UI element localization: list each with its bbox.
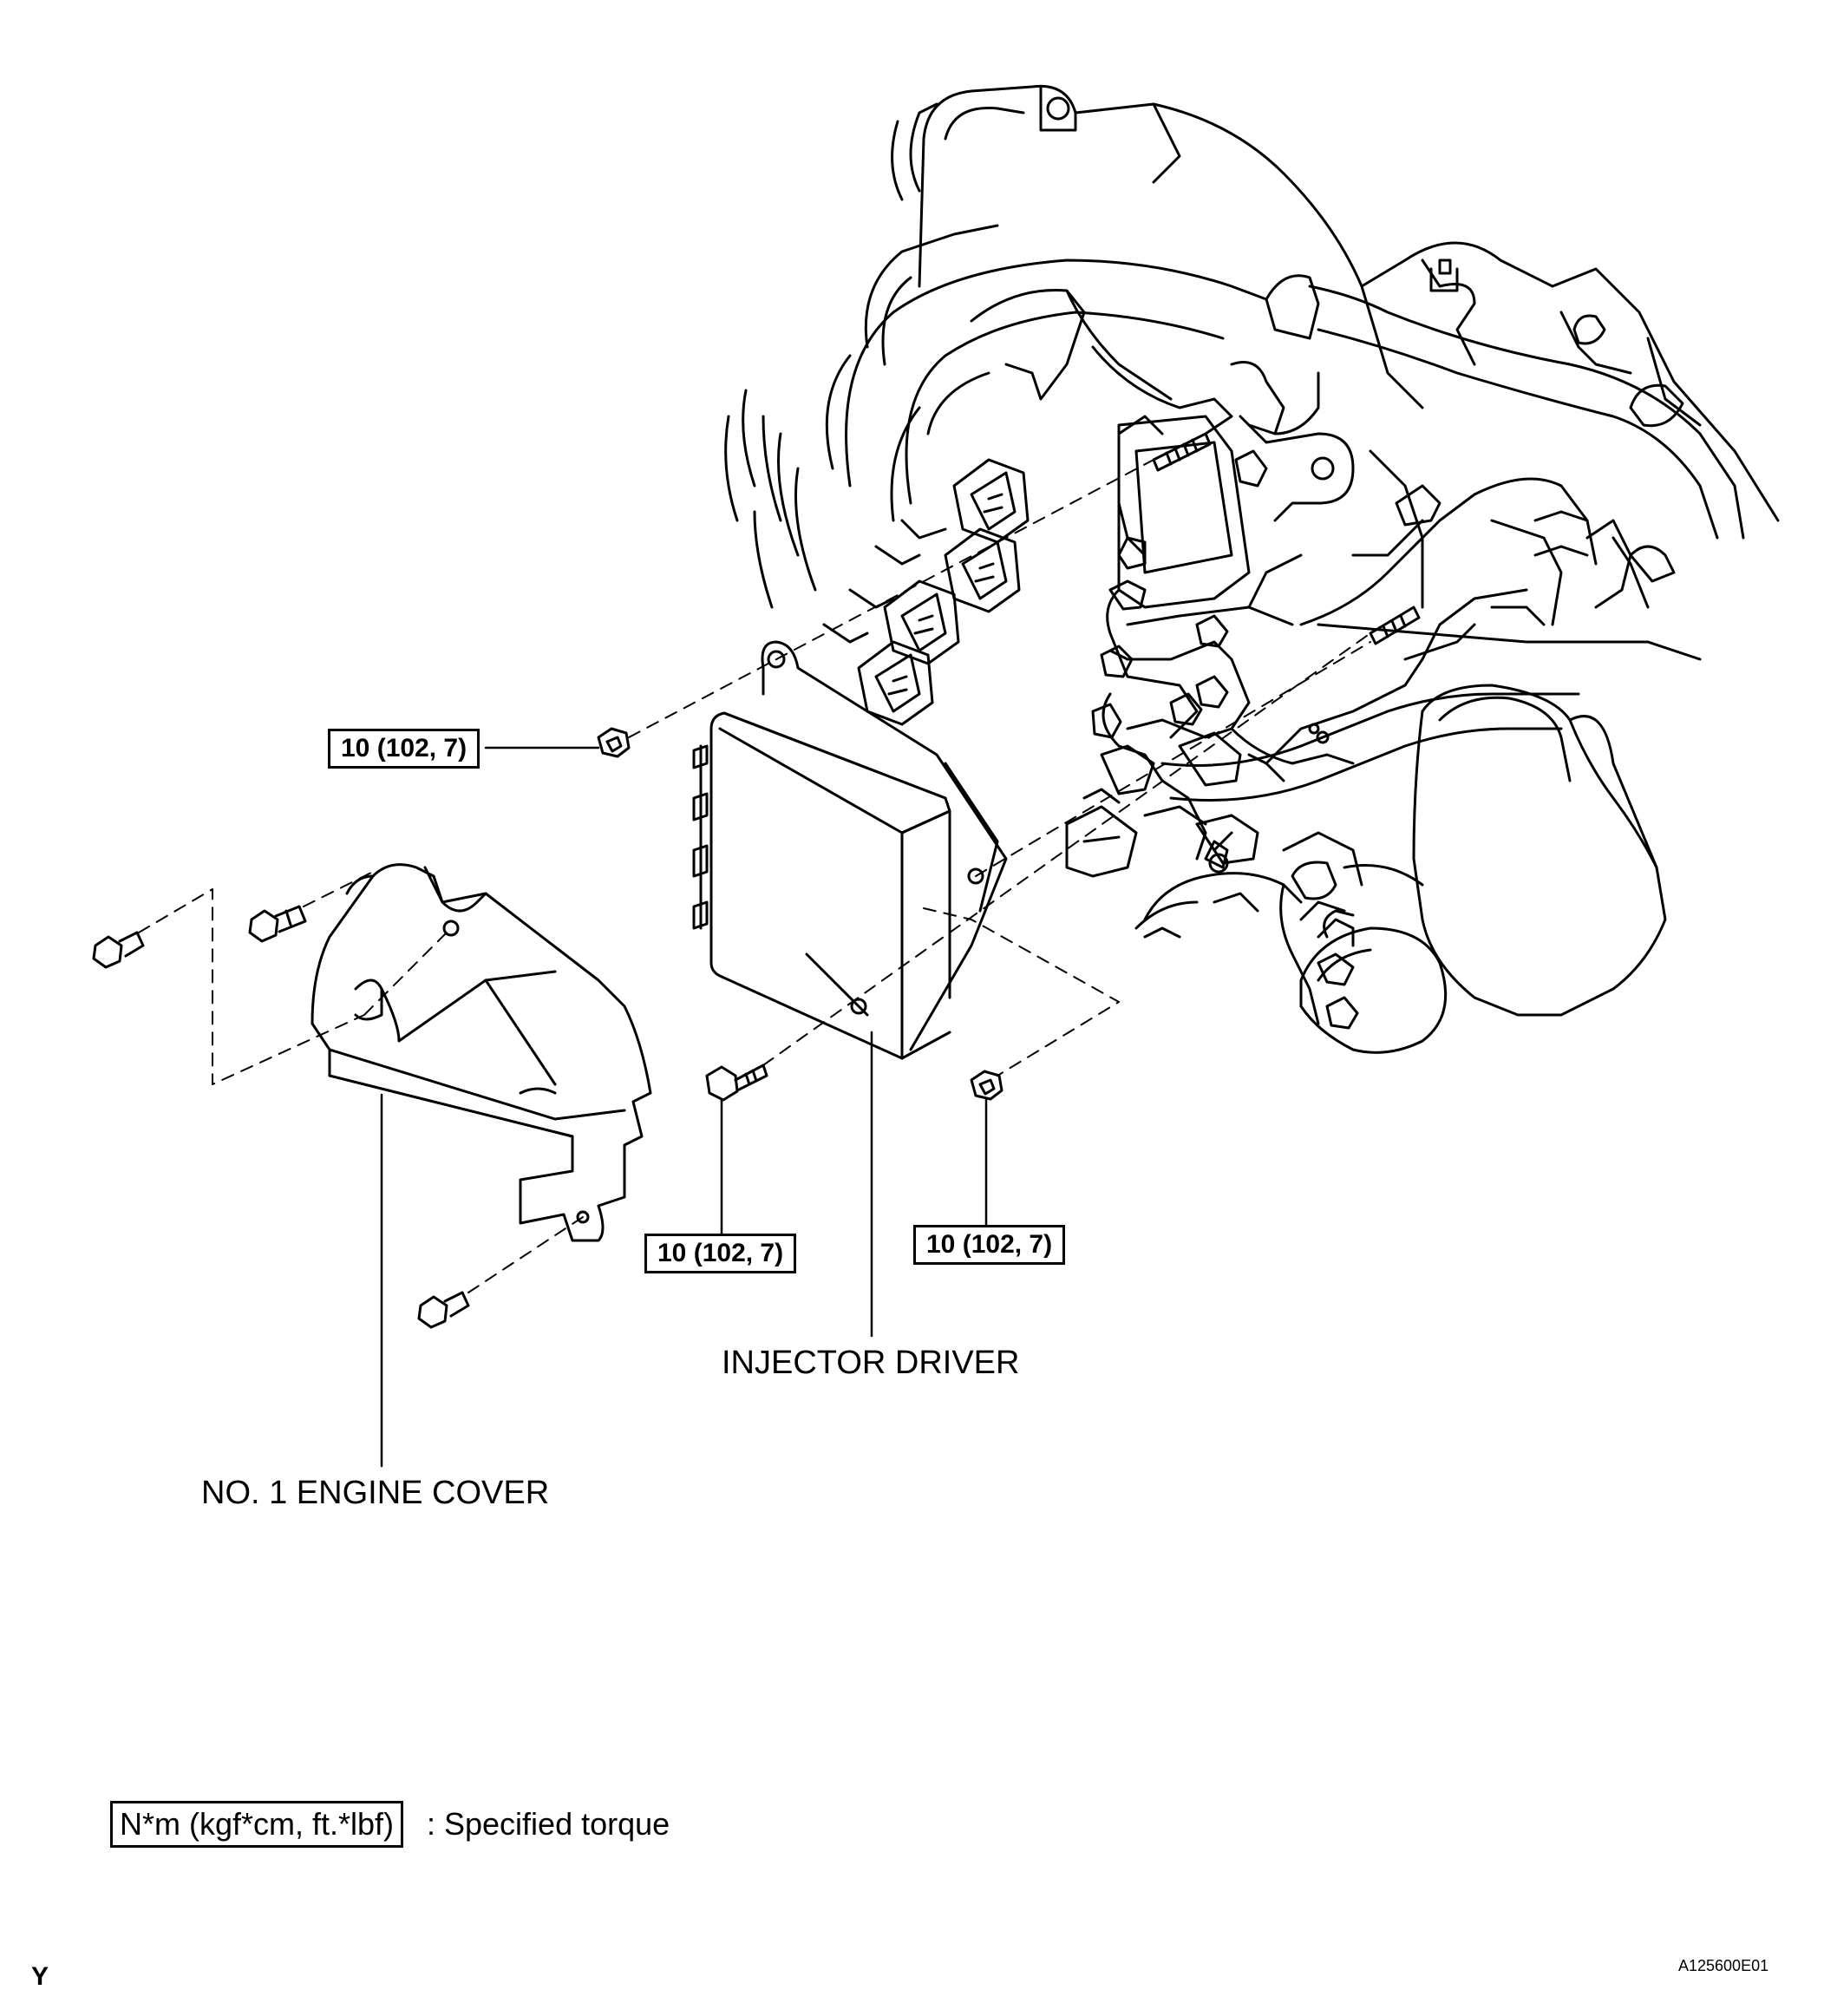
corner-mark: Y [31,1962,49,1991]
upper-nut [597,727,631,758]
leader-lines [380,746,988,1468]
clip-bottom [417,1291,470,1329]
engine-cover-label: NO. 1 ENGINE COVER [201,1475,550,1511]
lower-bolt [705,1064,768,1102]
legend-description: : Specified torque [427,1806,670,1842]
clip-left [92,931,145,969]
harness-connector-3 [883,579,960,665]
clip-center [248,905,307,943]
legend-unit-box: N*m (kgf*cm, ft.*lbf) [110,1801,404,1848]
torque-label-lower-nut: 10 (102, 7) [913,1225,1066,1265]
upper-stud [1152,432,1212,472]
engine-cover-part [311,863,652,1242]
assembly-guide-lines [138,459,1371,1293]
harness-connector-1 [952,458,1030,544]
figure-id: A125600E01 [1678,1957,1769,1974]
harness-connector-2 [944,527,1021,613]
engine-assembly [724,84,1780,1054]
torque-label-upper-nut: 10 (102, 7) [328,729,480,769]
lower-stud [1369,605,1421,645]
injector-driver-label: INJECTOR DRIVER [722,1345,1020,1381]
lower-nut [970,1070,1003,1101]
torque-label-lower-bolt: 10 (102, 7) [644,1234,797,1273]
injector-driver-part [692,640,1008,1060]
